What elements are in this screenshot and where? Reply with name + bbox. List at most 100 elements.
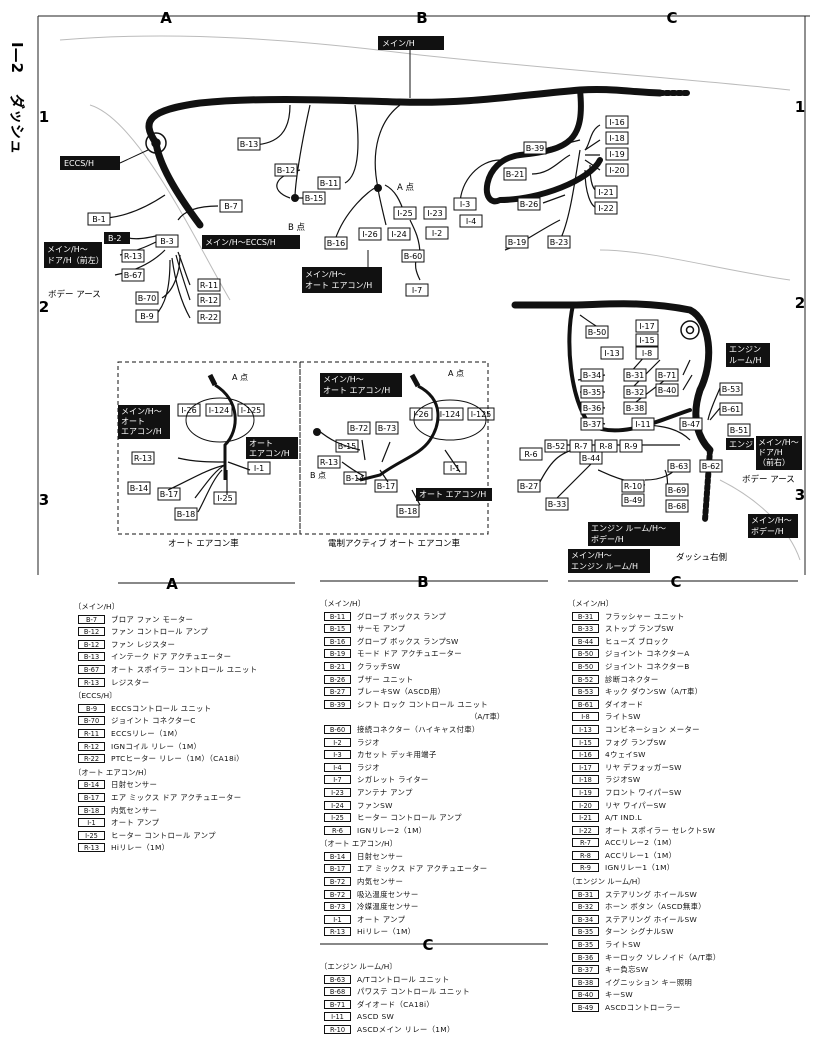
svg-text:B-36: B-36: [583, 404, 602, 413]
connector-code: B-12: [78, 639, 105, 649]
connector-r-11: R-11: [197, 278, 221, 292]
svg-text:B-18: B-18: [399, 507, 418, 516]
connector-b-12: B-12: [274, 163, 298, 177]
connector-code: B-26: [324, 674, 351, 684]
svg-text:B-71: B-71: [658, 371, 677, 380]
connector-description: 接続コネクター（ハイキャス付車）: [357, 724, 480, 734]
connector-code: I-2: [324, 737, 351, 747]
svg-text:B-38: B-38: [626, 404, 645, 413]
connector-description: ジョイント コネクターC: [111, 716, 196, 726]
connector-description: ヒーター コントロール アンプ: [357, 813, 462, 823]
connector-code: I-21: [572, 813, 599, 823]
connector-code: B-15: [324, 624, 351, 634]
connector-code: I-13: [572, 724, 599, 734]
svg-text:ドア/H: ドア/H: [758, 448, 783, 457]
connector-i-125: I-125: [467, 407, 495, 421]
connector-b-50: B-50: [585, 325, 609, 339]
connector-b-67: B-67: [121, 268, 145, 282]
svg-text:オート エアコン/H: オート エアコン/H: [323, 386, 390, 395]
connector-description: ジョイント コネクターB: [605, 661, 690, 671]
connector-i-23: I-23: [423, 206, 447, 220]
connector-description: シフト ロック コントロール ユニット: [357, 699, 488, 709]
connector-code: B-11: [324, 611, 351, 621]
connector-i-16: I-16: [605, 115, 629, 129]
svg-text:B-15: B-15: [305, 194, 324, 203]
svg-text:ボデー/H: ボデー/H: [591, 534, 624, 544]
connector-b-31: B-31: [623, 368, 647, 382]
svg-text:I-7: I-7: [412, 286, 422, 295]
connector-description: ダイオード: [605, 699, 644, 709]
callout-eng-body: エンジン ルーム/H〜ボデー/H: [588, 522, 680, 546]
connector-description: グローブ ボックス ランプ: [357, 611, 447, 621]
junction-dots: [291, 184, 382, 202]
connector-code: I-7: [324, 775, 351, 785]
connector-description: インテーク ドア アクチュエーター: [111, 652, 232, 662]
svg-text:B-68: B-68: [668, 502, 687, 511]
connector-code: I-20: [572, 800, 599, 810]
svg-text:I-16: I-16: [609, 118, 624, 127]
connector-b-17: B-17: [157, 487, 181, 501]
svg-text:I-13: I-13: [604, 349, 619, 358]
connector-r-13: R-13: [121, 249, 145, 263]
svg-text:I-17: I-17: [639, 322, 654, 331]
svg-text:B-19: B-19: [508, 238, 527, 247]
connector-code: R-11: [78, 728, 105, 738]
svg-text:I-11: I-11: [635, 420, 650, 429]
svg-text:オート エアコン/H: オート エアコン/H: [419, 490, 486, 499]
legend-rules: [118, 580, 798, 945]
connector-b-1: B-1: [87, 212, 111, 226]
connector-i-25: I-25: [213, 491, 237, 505]
connector-b-35: B-35: [580, 385, 604, 399]
connector-b-68: B-68: [665, 499, 689, 513]
connector-code: B-68: [324, 987, 351, 997]
connector-description: ライトSW: [605, 940, 641, 950]
svg-text:I-4: I-4: [466, 217, 476, 226]
svg-text:I-26: I-26: [413, 410, 428, 419]
connector-code: B-17: [78, 792, 105, 802]
connector-description: ヒューズ ブロック: [605, 636, 669, 646]
connector-code: I-18: [572, 775, 599, 785]
a-point-label: A 点: [397, 183, 415, 193]
connector-code: I-24: [324, 800, 351, 810]
connector-code: I-25: [324, 813, 351, 823]
connector-code: R-13: [78, 677, 105, 687]
svg-text:B-47: B-47: [682, 420, 701, 429]
svg-text:B-61: B-61: [722, 405, 741, 414]
connector-code: B-37: [572, 965, 599, 975]
connector-b-26: B-26: [517, 197, 541, 211]
svg-text:I-1: I-1: [254, 464, 264, 473]
svg-text:R-13: R-13: [320, 458, 338, 467]
svg-text:B-7: B-7: [224, 202, 237, 211]
connector-b-72: B-72: [347, 421, 371, 435]
svg-text:メイン/H〜: メイン/H〜: [323, 375, 364, 384]
connector-boxes: B-13B-12B-15B-11B-16B-7B-1B-3R-13B-67R-1…: [87, 115, 751, 521]
connector-b-18: B-18: [174, 507, 198, 521]
svg-text:B-13: B-13: [240, 140, 259, 149]
connector-description: ECCSコントロール ユニット: [111, 703, 212, 713]
svg-text:メイン/H〜: メイン/H〜: [758, 438, 799, 447]
connector-description: シガレット ライター: [357, 775, 429, 785]
connector-description: サーモ アンプ: [357, 624, 406, 634]
connector-b-11: B-11: [317, 176, 341, 190]
connector-i-24: I-24: [387, 227, 411, 241]
svg-text:R-22: R-22: [200, 313, 218, 322]
svg-text:B-34: B-34: [583, 371, 602, 380]
